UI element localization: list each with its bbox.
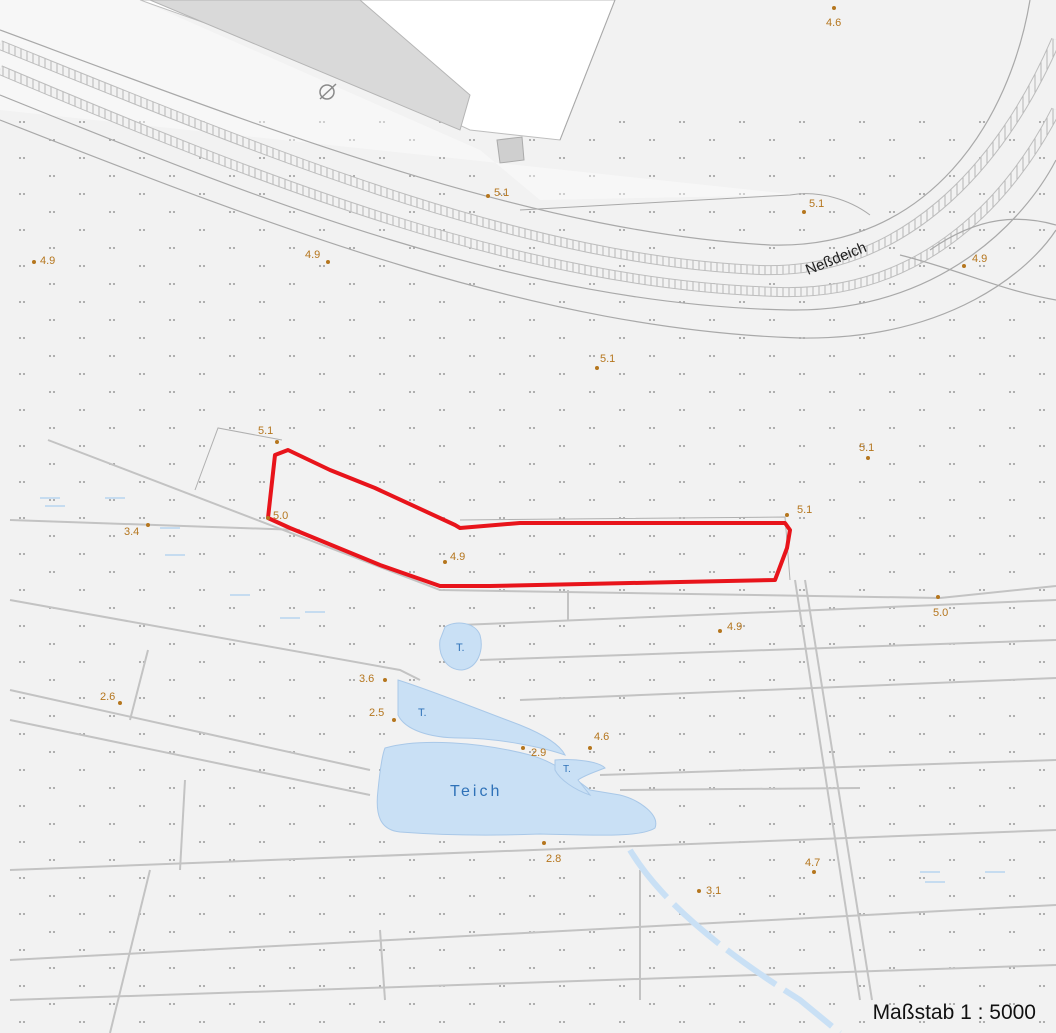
svg-text:3.6: 3.6 (359, 673, 374, 685)
elevation-point: 5.0 (933, 595, 948, 619)
elevation-point: 2.6 (100, 691, 122, 705)
elevation-point: 5.1 (802, 198, 824, 214)
elevation-point: 5.1 (258, 425, 279, 444)
silo-icon (319, 84, 335, 100)
water-bodies (376, 622, 657, 836)
svg-text:4.6: 4.6 (826, 17, 841, 29)
elevation-points: 4.6 5.1 5.1 4.9 4.9 4.9 5.1 5.1 5.1 5.0 … (32, 6, 987, 897)
svg-text:4.9: 4.9 (305, 249, 320, 261)
elevation-point: 4.6 (588, 731, 609, 750)
elevation-point: 4.9 (718, 621, 742, 633)
elevation-point: 5.1 (785, 504, 812, 517)
highlighted-parcel[interactable] (266, 448, 792, 588)
elevation-point: 5.1 (859, 442, 874, 460)
svg-text:5.1: 5.1 (494, 187, 509, 199)
svg-text:5.1: 5.1 (859, 442, 874, 454)
svg-text:5.0: 5.0 (933, 607, 948, 619)
svg-text:4.9: 4.9 (450, 551, 465, 563)
elevation-point: 2.9 (521, 746, 546, 759)
water-label-t-2: T. (418, 707, 427, 719)
industrial-area (0, 0, 800, 200)
svg-text:5.1: 5.1 (809, 198, 824, 210)
elevation-point: 2.8 (542, 841, 561, 865)
svg-text:4.9: 4.9 (727, 621, 742, 633)
elevation-point: 2.5 (369, 707, 396, 722)
svg-text:5.1: 5.1 (797, 504, 812, 516)
svg-text:4.7: 4.7 (805, 857, 820, 869)
svg-text:4.9: 4.9 (40, 255, 55, 267)
elevation-point: 4.9 (32, 255, 55, 267)
elevation-point: 3.4 (124, 523, 150, 538)
pond-small-1 (439, 622, 482, 671)
elevation-point: 4.7 (805, 857, 820, 874)
parcel-lines-thin (194, 427, 791, 581)
svg-text:4.6: 4.6 (594, 731, 609, 743)
svg-text:4.9: 4.9 (972, 253, 987, 265)
svg-text:3.4: 3.4 (124, 526, 139, 538)
elevation-point: 4.6 (826, 6, 841, 29)
elevation-point: 5.0 (266, 510, 288, 522)
svg-text:3.1: 3.1 (706, 885, 721, 897)
scale-label: Maßstab 1 : 5000 (872, 1001, 1036, 1024)
elevation-point: 3.6 (359, 673, 387, 685)
pond-small-2 (397, 679, 566, 756)
elevation-point: 4.9 (443, 551, 465, 564)
field-boundaries (9, 439, 1056, 1033)
elevation-point: 3.1 (697, 885, 721, 897)
elevation-point: 5.1 (595, 353, 615, 370)
pond-main (376, 741, 657, 836)
elevation-point: 4.9 (962, 253, 987, 268)
water-label-t-1: T. (456, 642, 465, 654)
railway-curve (0, 0, 1056, 339)
elevation-point: 5.1 (486, 187, 509, 199)
svg-text:2.9: 2.9 (531, 747, 546, 759)
svg-text:2.5: 2.5 (369, 707, 384, 719)
wet-area-symbols (40, 497, 1005, 883)
pond-small-3 (554, 759, 606, 797)
svg-text:5.0: 5.0 (273, 510, 288, 522)
elevation-point: 4.9 (305, 249, 330, 264)
svg-text:5.1: 5.1 (258, 425, 273, 437)
stream (627, 848, 842, 1033)
marsh-signature (0, 110, 1056, 1033)
water-label-t-3: T. (563, 764, 571, 775)
water-label-teich: Teich (450, 783, 502, 800)
svg-text:5.1: 5.1 (600, 353, 615, 365)
svg-text:2.6: 2.6 (100, 691, 115, 703)
svg-text:2.8: 2.8 (546, 853, 561, 865)
